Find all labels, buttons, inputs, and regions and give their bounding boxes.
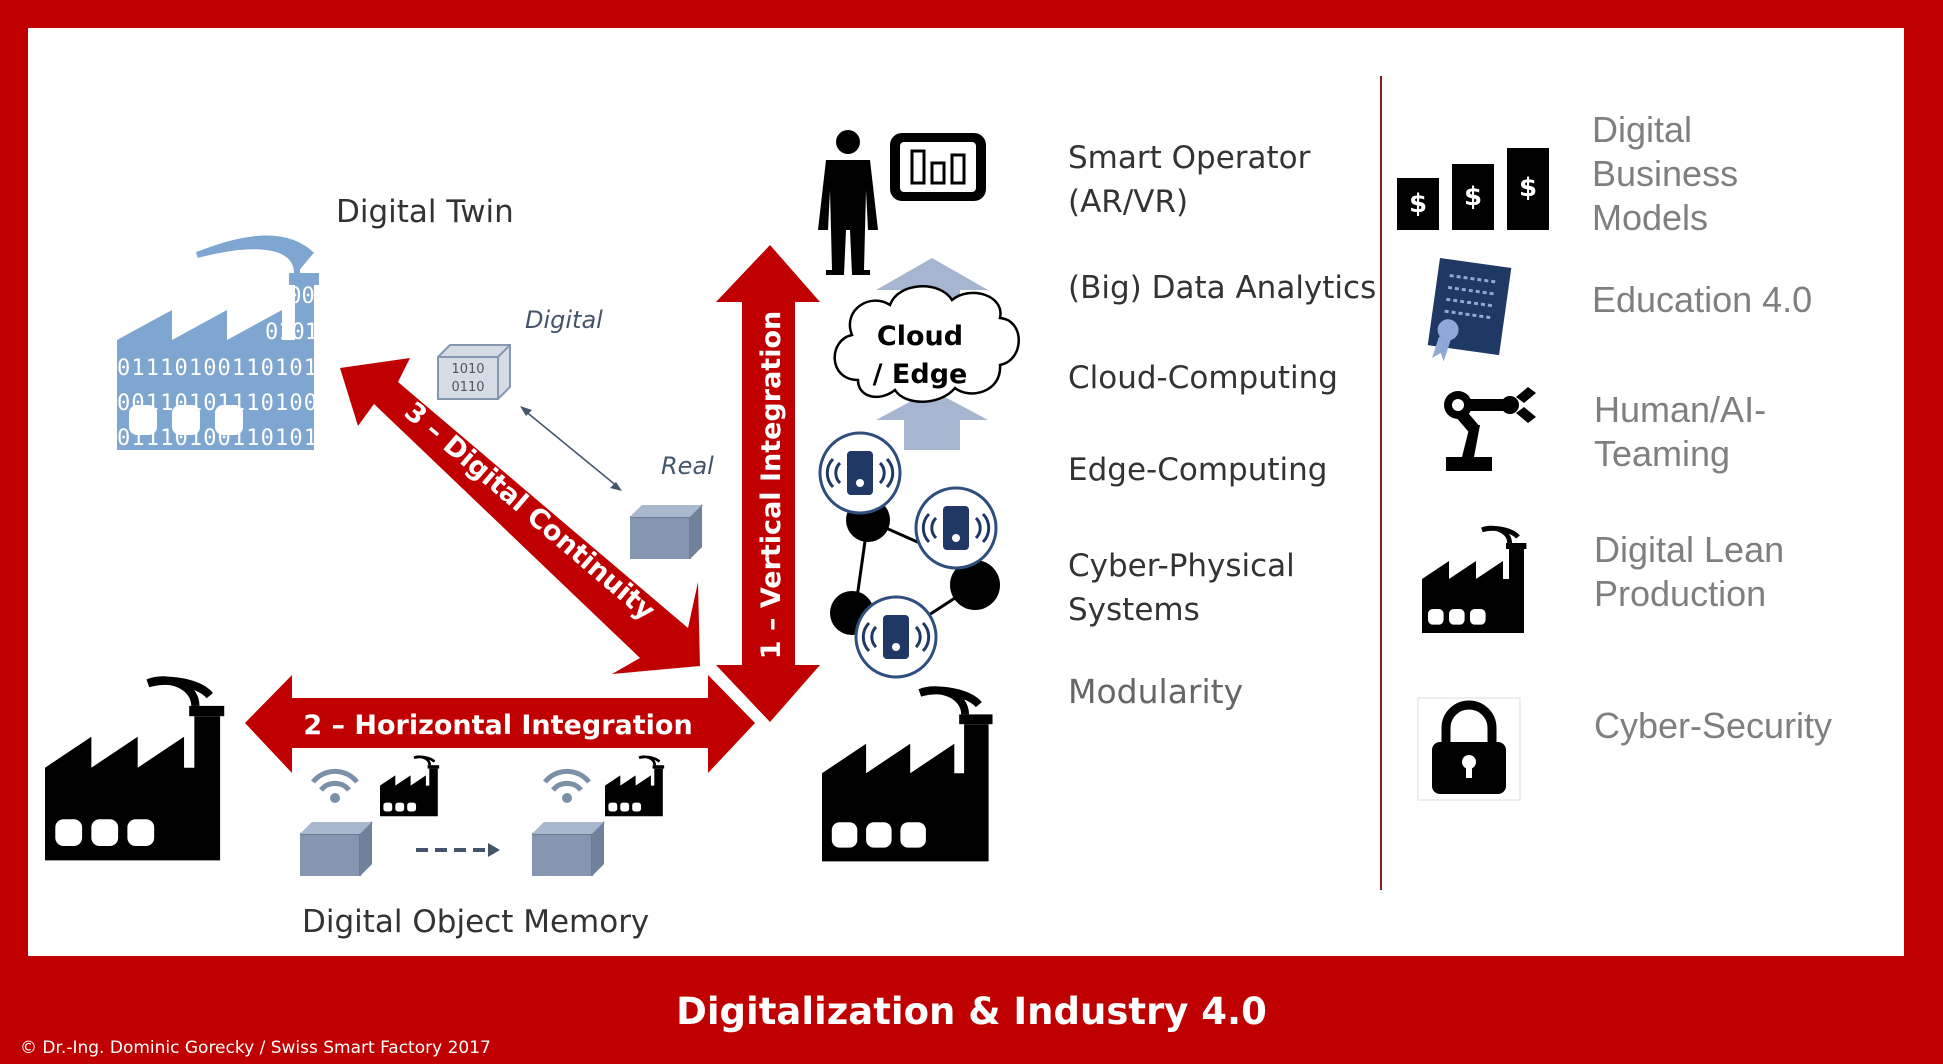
topic-digital-business-models: Digital Business Models [1592,109,1739,238]
tech-edge-computing: Edge-Computing [1068,452,1328,488]
certificate-icon [1427,258,1512,362]
tech-cyber-physical: Cyber-Physical Systems [1068,548,1295,628]
binary-row-3: 01110100110101 [117,356,317,381]
smart-operator-person-icon [818,130,878,275]
digital-twin-factory-icon: 100 0101 01110100110101 00110101110100 0… [117,235,319,451]
svg-text:0110: 0110 [451,380,484,395]
cloud-label-line2: / Edge [873,359,968,390]
dollar-bills-icon: $ $ $ [1397,148,1549,230]
cloud-label-line1: Cloud [877,321,963,352]
binary-row-1: 100 [275,284,315,309]
tech-big-data: (Big) Data Analytics [1068,270,1377,306]
small-factory-icon-2 [603,755,666,818]
digital-continuity-arrow-label: 3 – Digital Continuity [398,396,661,627]
digital-twin-label: Digital Twin [336,194,514,230]
cps-node-icon-3 [854,595,938,679]
vertical-integration-arrow-label: 1 – Vertical Integration [756,311,787,659]
cloud-icon: Cloud / Edge [833,285,1020,403]
digital-cube-icon: 1010 0110 [437,344,511,400]
wifi-icon-1 [313,771,357,803]
padlock-icon [1417,697,1521,801]
svg-text:$: $ [1464,182,1482,212]
horizontal-integration-arrow-label: 2 – Horizontal Integration [303,710,692,741]
wifi-icon-2 [545,771,589,803]
cps-node-icon-1 [818,431,902,515]
cube-icon-1 [299,821,373,877]
tech-modularity: Modularity [1068,672,1244,711]
cube-icon-2 [531,821,605,877]
factory-left-icon [45,680,224,860]
tablet-icon [890,133,986,201]
digital-real-link [523,409,619,488]
topic-digital-lean-production: Digital Lean Production [1594,529,1785,614]
real-cube-icon [629,504,703,560]
robot-arm-icon [1444,387,1536,471]
cps-node-icon-2 [914,486,998,570]
digital-label: Digital [525,306,603,334]
small-factory-icon-1 [378,755,441,818]
binary-row-2: 0101 [265,320,318,345]
topic-human-ai-teaming: Human/AI- Teaming [1594,389,1767,474]
svg-text:1010: 1010 [451,362,484,377]
topic-education: Education 4.0 [1592,279,1813,320]
topic-cyber-security: Cyber-Security [1594,705,1833,746]
svg-text:$: $ [1409,189,1427,219]
vertical-integration-arrow: 1 – Vertical Integration [716,245,820,725]
tech-smart-operator: Smart Operator (AR/VR) [1068,140,1311,220]
svg-text:$: $ [1519,173,1537,203]
lean-factory-icon [1422,528,1526,633]
upload-arrow-bottom [876,390,988,450]
cps-network [818,431,1000,679]
copyright-text: © Dr.-Ing. Dominic Gorecky / Swiss Smart… [20,1038,491,1058]
footer-title: Digitalization & Industry 4.0 [676,990,1267,1033]
horizontal-integration-arrow: 2 – Horizontal Integration [245,675,755,773]
real-label: Real [661,452,714,480]
digital-object-memory-label: Digital Object Memory [302,904,650,940]
factory-center-icon [822,690,993,861]
tech-cloud-computing: Cloud-Computing [1068,360,1338,396]
